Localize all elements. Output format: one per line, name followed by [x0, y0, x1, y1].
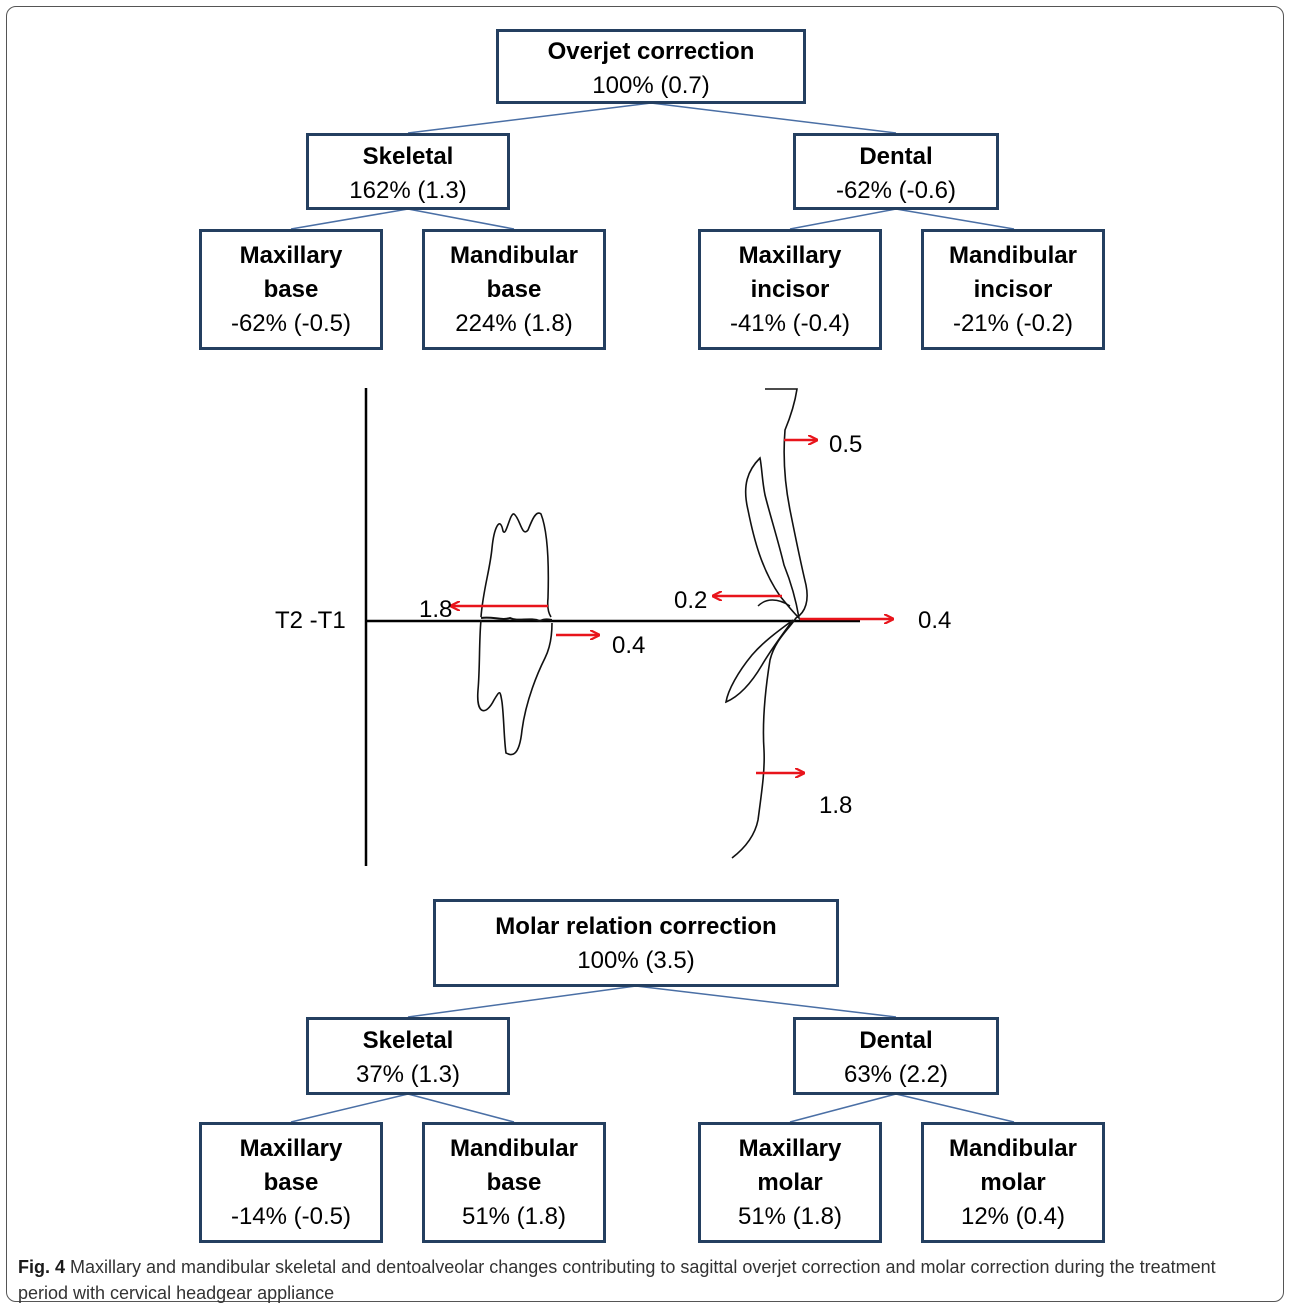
molar-maxillary-base-box: Maxillary base -14% (-0.5) [199, 1122, 383, 1243]
molar-skeletal-value: 37% (1.3) [355, 1061, 461, 1088]
overjet-mandibular-base-title-1: Mandibular [449, 242, 578, 269]
molar-correction-title: Molar relation correction [495, 913, 777, 940]
molar-maxillary-molar-title-2: molar [757, 1169, 823, 1196]
overjet-mandibular-incisor-value: -21% (-0.2) [952, 310, 1074, 337]
upper-molar-arrow-label: 1.8 [419, 596, 453, 623]
lower-molar-arrow-label: 0.4 [612, 632, 646, 659]
molar-dental-box: Dental 63% (2.2) [793, 1017, 999, 1095]
molar-correction-value: 100% (3.5) [577, 947, 695, 974]
overjet-maxillary-incisor-title-2: incisor [750, 276, 830, 303]
lower-molar-tracing [476, 619, 553, 756]
overjet-maxillary-incisor-box: Maxillary incisor -41% (-0.4) [698, 229, 882, 350]
molar-skeletal-title: Skeletal [362, 1027, 454, 1054]
overjet-mandibular-base-title-2: base [486, 276, 542, 303]
upper-molar-tracing [480, 512, 552, 618]
molar-mandibular-base-value: 51% (1.8) [461, 1203, 567, 1230]
figure-frame [6, 6, 1284, 1302]
molar-mandibular-molar-title-2: molar [980, 1169, 1046, 1196]
overjet-dental-box: Dental -62% (-0.6) [793, 133, 999, 210]
chin-arrow-label: 1.8 [819, 792, 853, 819]
molar-mandibular-molar-box: Mandibular molar 12% (0.4) [921, 1122, 1105, 1243]
overjet-skeletal-title: Skeletal [362, 143, 454, 170]
overjet-maxillary-base-box: Maxillary base -62% (-0.5) [199, 229, 383, 350]
overjet-mandibular-base-value: 224% (1.8) [455, 310, 573, 337]
molar-tree-connectors [290, 985, 1015, 1123]
figure-caption-text: Maxillary and mandibular skeletal and de… [18, 1257, 1216, 1303]
overjet-tree-connectors [290, 102, 1015, 230]
overjet-skeletal-value: 162% (1.3) [349, 177, 467, 204]
molar-maxillary-molar-value: 51% (1.8) [737, 1203, 843, 1230]
molar-mandibular-molar-title-1: Mandibular [948, 1135, 1077, 1162]
reference-line-label: T2 -T1 [275, 607, 346, 634]
molar-mandibular-base-title-2: base [486, 1169, 542, 1196]
molar-occlusal-contact [480, 616, 553, 623]
overjet-correction-box: Overjet correction 100% (0.7) [496, 29, 806, 104]
soft-tissue-profile [731, 388, 808, 859]
overjet-maxillary-incisor-value: -41% (-0.4) [729, 310, 851, 337]
figure-label: Fig. 4 [18, 1257, 66, 1277]
overjet-mandibular-incisor-title-2: incisor [973, 276, 1053, 303]
upper-incisor-arrow-label: 0.2 [674, 587, 708, 614]
molar-maxillary-molar-title-1: Maxillary [738, 1135, 842, 1162]
lower-incisor-tracing [724, 619, 794, 704]
overjet-mandibular-base-box: Mandibular base 224% (1.8) [422, 229, 606, 350]
overjet-dental-title: Dental [859, 143, 933, 170]
molar-mandibular-base-title-1: Mandibular [449, 1135, 578, 1162]
overjet-mandibular-incisor-box: Mandibular incisor -21% (-0.2) [921, 229, 1105, 350]
molar-correction-box: Molar relation correction 100% (3.5) [433, 899, 839, 987]
overjet-correction-title: Overjet correction [547, 38, 755, 65]
upper-lip-arrow-label: 0.5 [829, 431, 863, 458]
movement-arrows [452, 440, 892, 773]
molar-skeletal-box: Skeletal 37% (1.3) [306, 1017, 510, 1095]
lower-lip-tracing [757, 599, 791, 607]
molar-mandibular-molar-value: 12% (0.4) [960, 1203, 1066, 1230]
overjet-maxillary-base-title-2: base [263, 276, 319, 303]
molar-maxillary-base-title-1: Maxillary [239, 1135, 343, 1162]
overjet-maxillary-incisor-title-1: Maxillary [738, 242, 842, 269]
overjet-maxillary-base-title-1: Maxillary [239, 242, 343, 269]
molar-dental-value: 63% (2.2) [843, 1061, 949, 1088]
molar-maxillary-molar-box: Maxillary molar 51% (1.8) [698, 1122, 882, 1243]
lower-incisor-arrow-label: 0.4 [918, 607, 952, 634]
molar-mandibular-base-box: Mandibular base 51% (1.8) [422, 1122, 606, 1243]
molar-dental-title: Dental [859, 1027, 933, 1054]
overjet-dental-value: -62% (-0.6) [835, 177, 957, 204]
upper-incisor-tracing [744, 456, 801, 621]
figure-caption: Fig. 4 Maxillary and mandibular skeletal… [18, 1254, 1268, 1306]
overjet-maxillary-base-value: -62% (-0.5) [230, 310, 352, 337]
molar-maxillary-base-title-2: base [263, 1169, 319, 1196]
overjet-skeletal-box: Skeletal 162% (1.3) [306, 133, 510, 210]
overjet-mandibular-incisor-title-1: Mandibular [948, 242, 1077, 269]
molar-maxillary-base-value: -14% (-0.5) [230, 1203, 352, 1230]
overjet-correction-value: 100% (0.7) [592, 72, 710, 99]
